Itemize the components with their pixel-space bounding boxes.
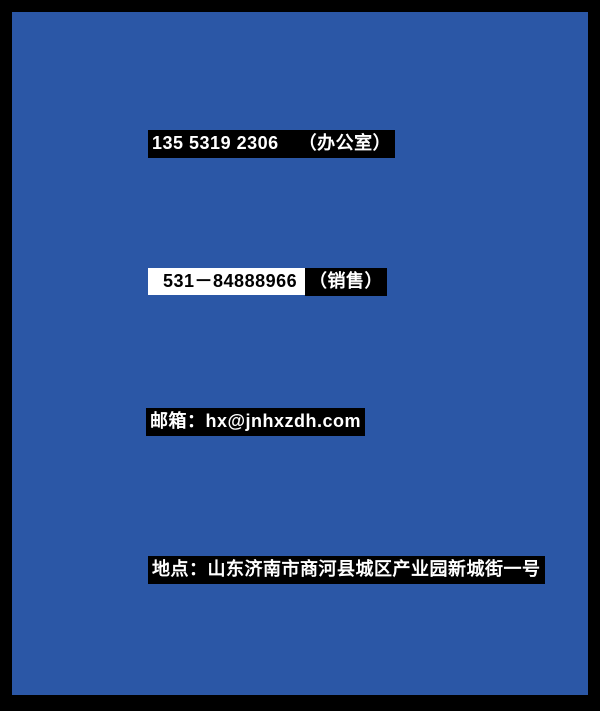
office-phone-number: 135 5319 2306 [152, 133, 279, 153]
email-line: 邮箱：hx@jnhxzdh.com [146, 408, 366, 436]
office-phone-line: 135 5319 2306 （办公室） [148, 130, 396, 158]
sales-phone-highlight: 531－84888966 [148, 268, 305, 296]
office-phone-label: （办公室） [298, 133, 392, 153]
email-text: 邮箱：hx@jnhxzdh.com [146, 408, 366, 436]
address-line: 地点：山东济南市商河县城区产业园新城街一号 [148, 556, 545, 584]
contact-panel: 135 5319 2306 （办公室） 531－84888966 （销售） 邮箱：h… [12, 12, 588, 695]
sales-phone-number: 531－84888966 [163, 271, 298, 291]
sales-phone-label: （销售） [305, 268, 387, 296]
sales-phone-line: 531－84888966 （销售） [148, 268, 387, 296]
office-phone-highlight: 135 5319 2306 （办公室） [148, 130, 396, 158]
address-text: 地点：山东济南市商河县城区产业园新城街一号 [148, 556, 545, 584]
